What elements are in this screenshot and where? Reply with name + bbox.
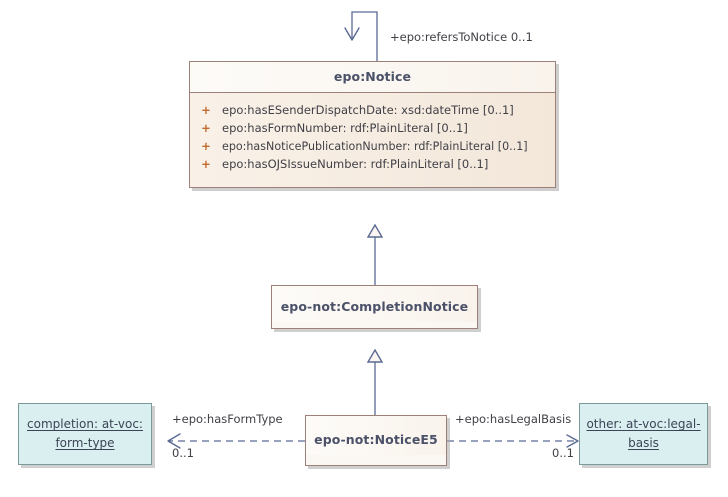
attribute-text: epo:hasESenderDispatchDate: xsd:dateTime…	[222, 103, 514, 117]
attribute-text: epo:hasNoticePublicationNumber: rdf:Plai…	[222, 139, 528, 153]
vocab-label-legal-basis: other: at-voc:legal- basis	[580, 415, 706, 453]
attribute-text: epo:hasOJSIssueNumber: rdf:PlainLiteral …	[222, 157, 489, 171]
vocab-label-line1: completion: at-voc:	[27, 417, 143, 431]
attribute-row: + epo:hasFormNumber: rdf:PlainLiteral [0…	[190, 119, 555, 137]
class-node-epo-notice[interactable]: epo:Notice + epo:hasESenderDispatchDate:…	[189, 61, 556, 188]
edge-label-refers-to-notice: +epo:refersToNotice 0..1	[390, 30, 533, 44]
visibility-marker: +	[201, 103, 211, 117]
class-attributes-epo-notice: + epo:hasESenderDispatchDate: xsd:dateTi…	[190, 93, 555, 187]
vocab-label-line2: basis	[628, 436, 659, 450]
class-title-completion-notice: epo-not:CompletionNotice	[272, 286, 477, 322]
vocab-label-form-type: completion: at-voc: form-type	[21, 415, 149, 453]
edge-multiplicity-has-form-type: 0..1	[172, 446, 194, 460]
attribute-row: + epo:hasNoticePublicationNumber: rdf:Pl…	[190, 137, 555, 155]
attribute-text: epo:hasFormNumber: rdf:PlainLiteral [0..…	[222, 121, 468, 135]
visibility-marker: +	[201, 121, 211, 135]
visibility-marker: +	[201, 157, 211, 171]
attribute-row: + epo:hasESenderDispatchDate: xsd:dateTi…	[190, 101, 555, 119]
edge-multiplicity-has-legal-basis: 0..1	[552, 446, 574, 460]
edge-label-has-legal-basis: +epo:hasLegalBasis	[455, 412, 572, 426]
attribute-row: + epo:hasOJSIssueNumber: rdf:PlainLitera…	[190, 155, 555, 173]
vocab-label-line1: other: at-voc:legal-	[586, 417, 701, 431]
vocab-label-line2: form-type	[55, 436, 115, 450]
class-node-notice-e5[interactable]: epo-not:NoticeE5	[305, 415, 447, 466]
class-node-completion-notice[interactable]: epo-not:CompletionNotice	[271, 285, 478, 329]
vocab-node-legal-basis[interactable]: other: at-voc:legal- basis	[579, 403, 708, 465]
class-title-epo-notice: epo:Notice	[190, 62, 555, 93]
class-title-notice-e5: epo-not:NoticeE5	[306, 416, 446, 455]
edge-label-has-form-type: +epo:hasFormType	[172, 412, 283, 426]
visibility-marker: +	[201, 139, 211, 153]
edge-refers-to-notice	[344, 11, 378, 61]
vocab-node-form-type[interactable]: completion: at-voc: form-type	[18, 403, 152, 465]
